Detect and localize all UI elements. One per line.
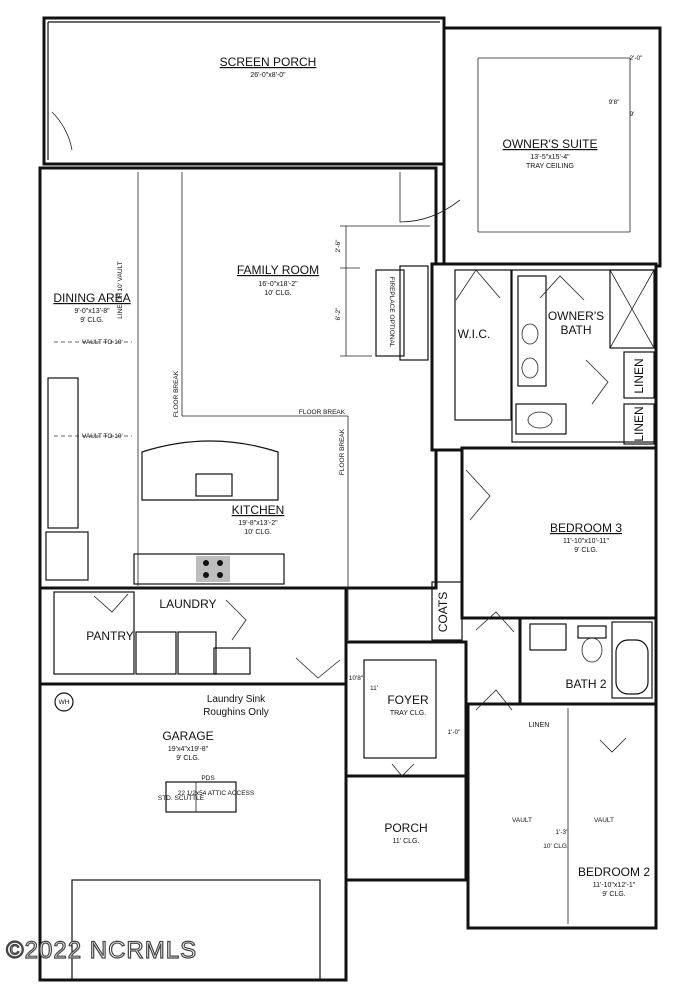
dim-10-8: 10'8" (349, 675, 364, 682)
owners-suite-label: OWNER'S SUITE (503, 137, 598, 151)
dim-1-3: 1'-3" (556, 829, 570, 836)
bedroom-2-label: BEDROOM 2 (578, 865, 650, 879)
floor-break-note-2: FLOOR BREAK (299, 409, 346, 416)
vault-note-2: VAULT TO 10' (82, 433, 123, 440)
linen-label-2: LINEN (632, 406, 646, 441)
laundry-label: LAUNDRY (159, 597, 216, 611)
dining-area-ceiling: 9' CLG. (80, 317, 104, 324)
water-heater-icon (54, 692, 74, 712)
owners-bath-label-2: BATH (560, 323, 591, 337)
bedroom-2-dims: 11'-10"x12'-1" (593, 882, 636, 889)
laundry-sink-note-2: Roughins Only (203, 707, 269, 718)
owners-bath-label-1: OWNER'S (548, 309, 604, 323)
ten-clg-note: 10' CLG. (543, 843, 569, 850)
pds-note: PDS (201, 775, 215, 782)
dim-9-8: 9'8" (609, 99, 620, 106)
porch-ceiling: 11' CLG. (393, 838, 420, 845)
pantry-label: PANTRY (86, 629, 134, 643)
dim-9: 9' (630, 111, 635, 118)
dim-1-0: 1'-0" (448, 729, 462, 736)
bedroom-3-ceiling: 9' CLG. (574, 547, 598, 554)
linen-label-3: LINEN (529, 722, 550, 729)
family-room-ceiling: 10' CLG. (264, 290, 291, 297)
walls (38, 16, 662, 982)
garage-ceiling: 9' CLG. (176, 755, 200, 762)
kitchen-label: KITCHEN (232, 503, 285, 517)
garage-label: GARAGE (162, 729, 213, 743)
family-room-label: FAMILY ROOM (237, 263, 319, 277)
vault-left-note: VAULT (512, 817, 532, 824)
floor-break-note-3: FLOOR BREAK (339, 428, 346, 475)
bedroom-3-label: BEDROOM 3 (550, 521, 622, 535)
fireplace-note: FIREPLACE OPTIONAL (388, 277, 395, 348)
foyer-ceiling: TRAY CLG. (390, 710, 426, 717)
std-scuttle-note: STD. SCUTTLE (158, 795, 205, 802)
dim-6-2: 6'-2" (335, 307, 342, 321)
dim-2-0: 2'-0" (630, 55, 644, 62)
screen-porch-label: SCREEN PORCH (220, 55, 317, 69)
attic-access-note: 22 1/2x54 ATTIC ACCESS (178, 790, 255, 797)
floor-break-note-1: FLOOR BREAK (173, 370, 180, 417)
coats-label: COATS (436, 592, 450, 632)
garage-dims: 19'x4"x19'-8" (168, 746, 209, 753)
bedroom-3-dims: 11'-10"x10'-11" (563, 538, 609, 545)
porch-label: PORCH (384, 821, 427, 835)
laundry-sink-note-1: Laundry Sink (207, 694, 266, 705)
kitchen-ceiling: 10' CLG. (244, 529, 271, 536)
dim-11: 11' (370, 685, 378, 692)
vault-right-note: VAULT (594, 817, 614, 824)
water-heater-label: WH (59, 699, 70, 706)
linen-label-1: LINEN (632, 358, 646, 393)
dining-area-label: DINING AREA (53, 291, 130, 305)
bath-2-label: BATH 2 (565, 677, 606, 691)
dining-area-dims: 9'-0"x13'-8" (74, 308, 110, 315)
owners-suite-dims: 13'-5"x15'-4" (530, 154, 570, 161)
dim-2-6: 2'-6" (335, 239, 342, 253)
vault-note-1: VAULT TO 10' (82, 339, 123, 346)
family-room-dims: 16'-0"x18'-2" (258, 281, 298, 288)
foyer-label: FOYER (387, 693, 429, 707)
owners-suite-ceiling: TRAY CEILING (526, 163, 574, 170)
bedroom-2-ceiling: 9' CLG. (602, 891, 626, 898)
wic-label: W.I.C. (458, 327, 491, 341)
line-of-vault-note: LINE OF 10' VAULT (117, 261, 124, 318)
screen-porch-dims: 26'-0"x8'-0" (250, 72, 286, 79)
kitchen-dims: 19'-8"x13'-2" (238, 520, 278, 527)
watermark: ©2022 NCRMLS (6, 937, 197, 964)
